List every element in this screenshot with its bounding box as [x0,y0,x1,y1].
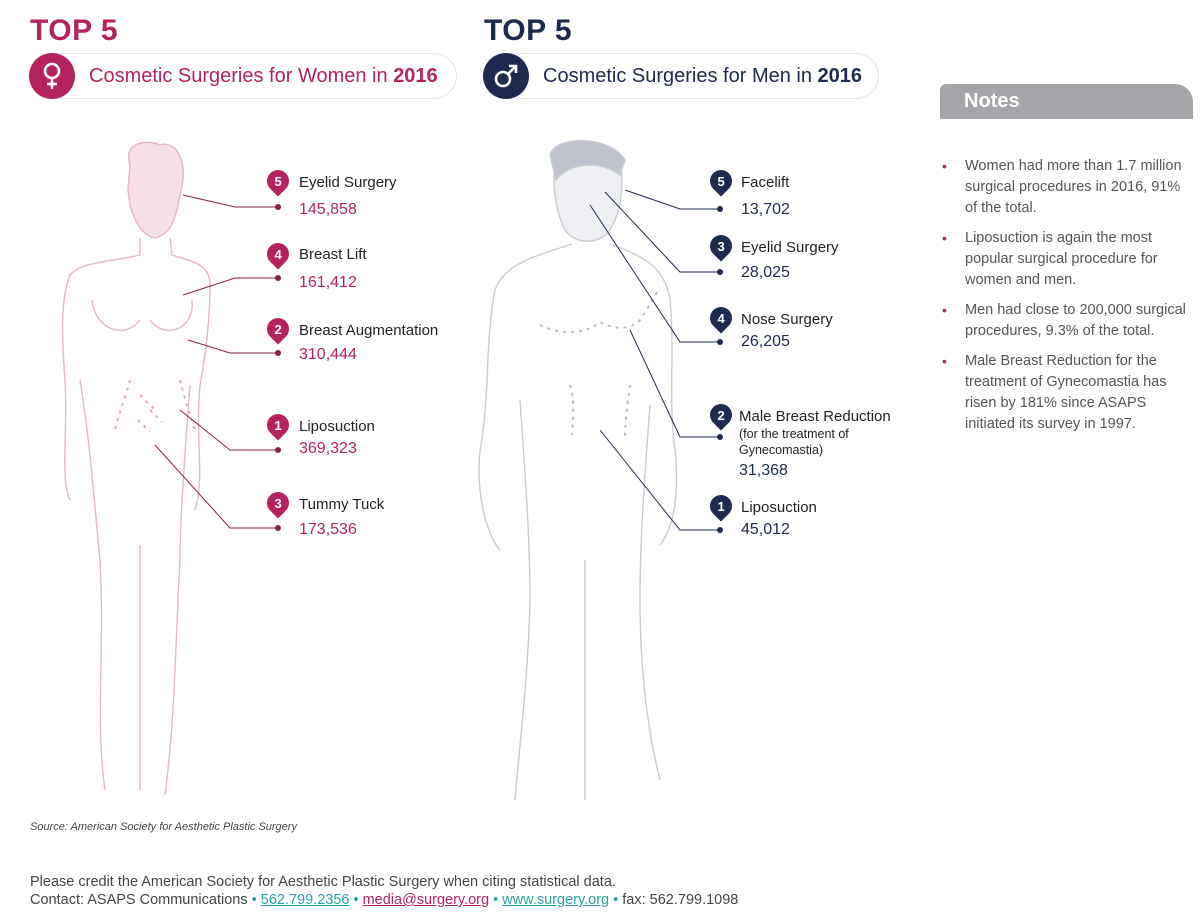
men-item-value: 31,368 [739,462,788,479]
notes-item: •Women had more than 1.7 million surgica… [942,158,1182,216]
men-subtitle-year: 2016 [817,64,863,87]
man-figure-outline [478,139,678,801]
men-item-name: Nose Surgery [741,311,833,328]
notes-item: •Men had close to 200,000 surgical proce… [942,302,1186,339]
notes-item: •Male Breast Reduction for the treatment… [942,353,1167,432]
women-subtitle-text: Cosmetic Surgeries for Women in [89,64,394,87]
men-item-name: Eyelid Surgery [741,239,839,256]
fax-text: fax: 562.799.1098 [622,892,739,908]
notes-list: •Women had more than 1.7 million surgica… [941,156,1186,444]
men-item-name: Male Breast Reduction [739,408,891,425]
contact-line: Contact: ASAPS Communications • 562.799.… [30,892,739,908]
women-item-value: 161,412 [299,274,357,291]
women-item-name: Breast Lift [299,246,367,263]
women-item-name: Eyelid Surgery [299,174,397,191]
women-item-value: 173,536 [299,521,357,538]
women-leader-dots [275,204,281,531]
women-item-name: Breast Augmentation [299,322,439,339]
men-item-name: Liposuction [741,499,817,516]
credit-line: Please credit the American Society for A… [30,874,616,890]
figures-illustration [61,139,723,801]
source-note: Source: American Society for Aesthetic P… [30,821,297,833]
phone-link[interactable]: 562.799.2356 [260,892,350,908]
men-leader-dots [717,206,723,533]
notes-header: Notes [940,84,1193,119]
men-item-value: 28,025 [741,264,790,281]
notes-item: •Liposuction is again the most popular s… [942,230,1158,288]
women-top5-heading: TOP 5 [30,14,119,47]
women-subtitle-pill: Cosmetic Surgeries for Women in 2016 [29,53,457,99]
website-link[interactable]: www.surgery.org [502,892,610,908]
men-subtitle-text: Cosmetic Surgeries for Men in [543,64,818,87]
email-link[interactable]: media@surgery.org [362,892,490,908]
women-subtitle-year: 2016 [393,64,438,87]
women-item-value: 310,444 [299,346,357,363]
man-treatment-marks [539,287,661,441]
men-item-value: 13,702 [741,201,790,218]
men-leader-lines [589,189,720,531]
men-item-value: 45,012 [741,521,790,538]
male-symbol-icon [483,53,529,99]
woman-treatment-marks [114,379,196,433]
men-item-note: (for the treatment of Gynecomastia) [739,427,849,457]
women-item-name: Tummy Tuck [299,496,385,513]
men-item-name: Facelift [741,174,790,191]
women-item-name: Liposuction [299,418,375,435]
men-top5-heading: TOP 5 [484,14,573,47]
men-subtitle-pill: Cosmetic Surgeries for Men in 2016 [483,53,879,99]
contact-label: Contact: ASAPS Communications [30,892,248,908]
men-item-value: 26,205 [741,333,790,350]
women-leader-lines [154,194,278,529]
woman-figure-outline [61,141,211,796]
female-symbol-icon [29,53,75,99]
women-item-value: 369,323 [299,440,357,457]
women-item-value: 145,858 [299,201,357,218]
